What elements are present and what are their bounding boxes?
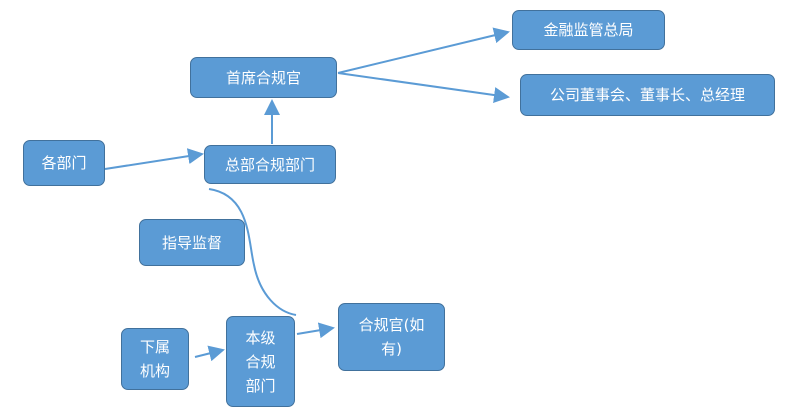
node-label: 首席合规官	[225, 68, 301, 87]
node-label: 金融监管总局	[543, 21, 634, 39]
node-local-officer: 合规官(如 有)	[338, 303, 445, 371]
node-label: 各部门	[41, 154, 87, 172]
node-label: 总部合规部门	[224, 155, 315, 174]
node-regulator: 金融监管总局	[512, 10, 665, 50]
guidance-curve	[208, 188, 297, 316]
node-subsidiaries: 下属 机构	[121, 328, 189, 390]
node-hq-compliance: 总部合规部门	[204, 145, 336, 184]
node-departments: 各部门	[23, 140, 105, 186]
node-label: 下属 机构	[139, 338, 170, 380]
node-guidance: 指导监督	[139, 219, 245, 266]
node-board: 公司董事会、董事长、总经理	[520, 74, 775, 116]
arrow-departments-to-hq	[104, 148, 204, 170]
node-label: 指导监督	[161, 233, 222, 252]
arrow-local-to-officer	[296, 322, 335, 339]
node-cco: 首席合规官	[190, 57, 337, 98]
arrow-subsidiaries-to-local	[194, 345, 225, 362]
node-label: 本级 合规 部门	[245, 328, 276, 395]
arrow-cco-to-regulator	[337, 27, 510, 74]
node-label: 合规官(如 有)	[358, 316, 425, 358]
node-label: 公司董事会、董事长、总经理	[549, 86, 745, 104]
arrow-cco-to-board	[337, 72, 510, 103]
node-local-compliance: 本级 合规 部门	[226, 316, 295, 407]
